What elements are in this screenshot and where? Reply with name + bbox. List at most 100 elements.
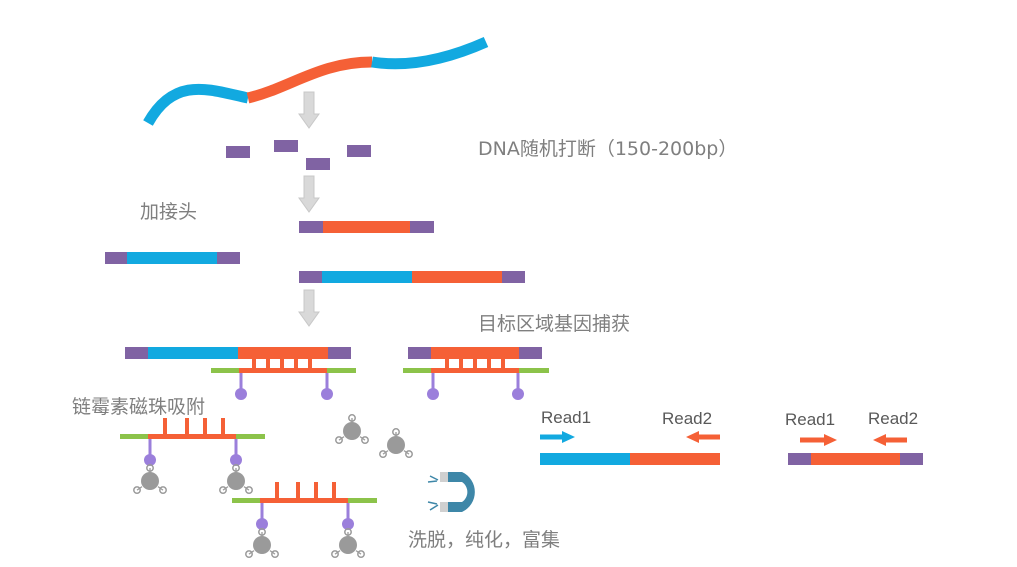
bead-link — [248, 550, 255, 555]
fragment — [347, 145, 371, 157]
biotin-icon — [321, 388, 333, 400]
biotin-icon — [427, 388, 439, 400]
probe-tooth — [296, 482, 300, 498]
genomic-dna-blue — [143, 83, 250, 126]
bead-body — [339, 536, 357, 554]
streptavidin-bead-icon — [133, 464, 167, 495]
capture-hybrids — [120, 347, 549, 559]
elution-label: 洗脱，纯化，富集 — [408, 529, 561, 551]
bead-arm — [245, 486, 253, 495]
process-arrows — [298, 91, 320, 327]
bead-arm — [245, 550, 253, 559]
target-insert — [238, 347, 328, 359]
bead-link — [243, 486, 250, 491]
read1-label: Read1 — [541, 408, 592, 427]
biotin-icon — [230, 454, 242, 466]
bead-arm — [159, 486, 167, 495]
dna-fragments — [226, 140, 371, 170]
bead-link — [382, 450, 389, 455]
probe-orange-bar — [148, 434, 236, 439]
bead-body — [141, 472, 159, 490]
probe-tooth — [459, 359, 463, 368]
probe-tooth — [487, 359, 491, 368]
bead-body — [253, 536, 271, 554]
capture-probe — [211, 359, 356, 400]
down-arrow-icon — [298, 91, 320, 129]
bead-link — [334, 550, 341, 555]
adapter-left — [408, 347, 431, 359]
probe-tooth — [308, 359, 312, 368]
bead-arm — [335, 436, 343, 445]
bead-link — [359, 436, 366, 441]
biotin-icon — [235, 388, 247, 400]
read2-label: Read2 — [868, 409, 919, 428]
genomic-dna-target — [246, 56, 373, 104]
bead-link — [269, 550, 276, 555]
probe-tooth — [252, 359, 256, 368]
capture-label: 目标区域基因捕获 — [478, 313, 631, 335]
capture-probe — [120, 418, 265, 495]
genomic-dna — [143, 36, 489, 126]
streptavidin-bead-icon — [245, 528, 279, 559]
fragment — [306, 158, 330, 170]
probe-tooth — [314, 482, 318, 498]
probe-orange-bar — [260, 498, 348, 503]
library-fragment-offtarget — [105, 252, 240, 264]
bead-arm — [219, 486, 227, 495]
arrow-right-icon — [540, 431, 575, 443]
target-insert — [431, 347, 519, 359]
bead-link — [157, 486, 164, 491]
probe-tooth — [294, 359, 298, 368]
genomic-dna-blue-right — [371, 36, 489, 70]
library-fragment-target — [299, 221, 434, 233]
biotin-icon — [144, 454, 156, 466]
probe-orange-bar — [431, 368, 519, 373]
arrow-right-icon — [800, 434, 837, 446]
arrow-left-icon — [873, 434, 907, 446]
streptavidin-bead-icon — [335, 414, 369, 445]
adapter-right — [328, 347, 351, 359]
streptavidin-label: 链霉素磁珠吸附 — [72, 396, 206, 418]
biotin-icon — [512, 388, 524, 400]
bead-body — [227, 472, 245, 490]
fragment — [274, 140, 298, 152]
probe-tooth — [185, 418, 189, 434]
probe-tooth — [445, 359, 449, 368]
biotin-icon — [342, 518, 354, 530]
arrow-left-icon — [686, 431, 720, 443]
bead-link — [136, 486, 143, 491]
bead-link — [403, 450, 410, 455]
capture-probe — [232, 482, 377, 559]
adapter-ligated-fragments — [105, 221, 525, 283]
streptavidin-bead-icon — [219, 464, 253, 495]
probe-tooth — [163, 418, 167, 434]
adapter-ligation-label: 加接头 — [140, 201, 198, 223]
read2-label: Read2 — [662, 409, 713, 428]
probe-tooth — [501, 359, 505, 368]
adapter-right — [519, 347, 542, 359]
probe-tooth — [332, 482, 336, 498]
magnet-icon — [427, 472, 475, 512]
bead-arm — [405, 450, 413, 459]
down-arrow-icon — [298, 175, 320, 213]
bead-arm — [379, 450, 387, 459]
captured-hybrid — [125, 347, 356, 400]
fragment — [226, 146, 250, 158]
bead-arm — [357, 550, 365, 559]
capture-probe — [403, 359, 549, 400]
library-fragment-partial — [299, 271, 525, 283]
bead-arm — [361, 436, 369, 445]
probe-tooth — [280, 359, 284, 368]
bead-body — [387, 436, 405, 454]
bead-arm — [133, 486, 141, 495]
bead-body — [343, 422, 361, 440]
read-pair-long — [540, 431, 720, 465]
offtarget-insert — [148, 347, 238, 359]
biotin-icon — [256, 518, 268, 530]
bead-arm — [271, 550, 279, 559]
bead-link — [355, 550, 362, 555]
probe-tooth — [221, 418, 225, 434]
down-arrow-icon — [298, 289, 320, 327]
read1-label: Read1 — [785, 410, 836, 429]
